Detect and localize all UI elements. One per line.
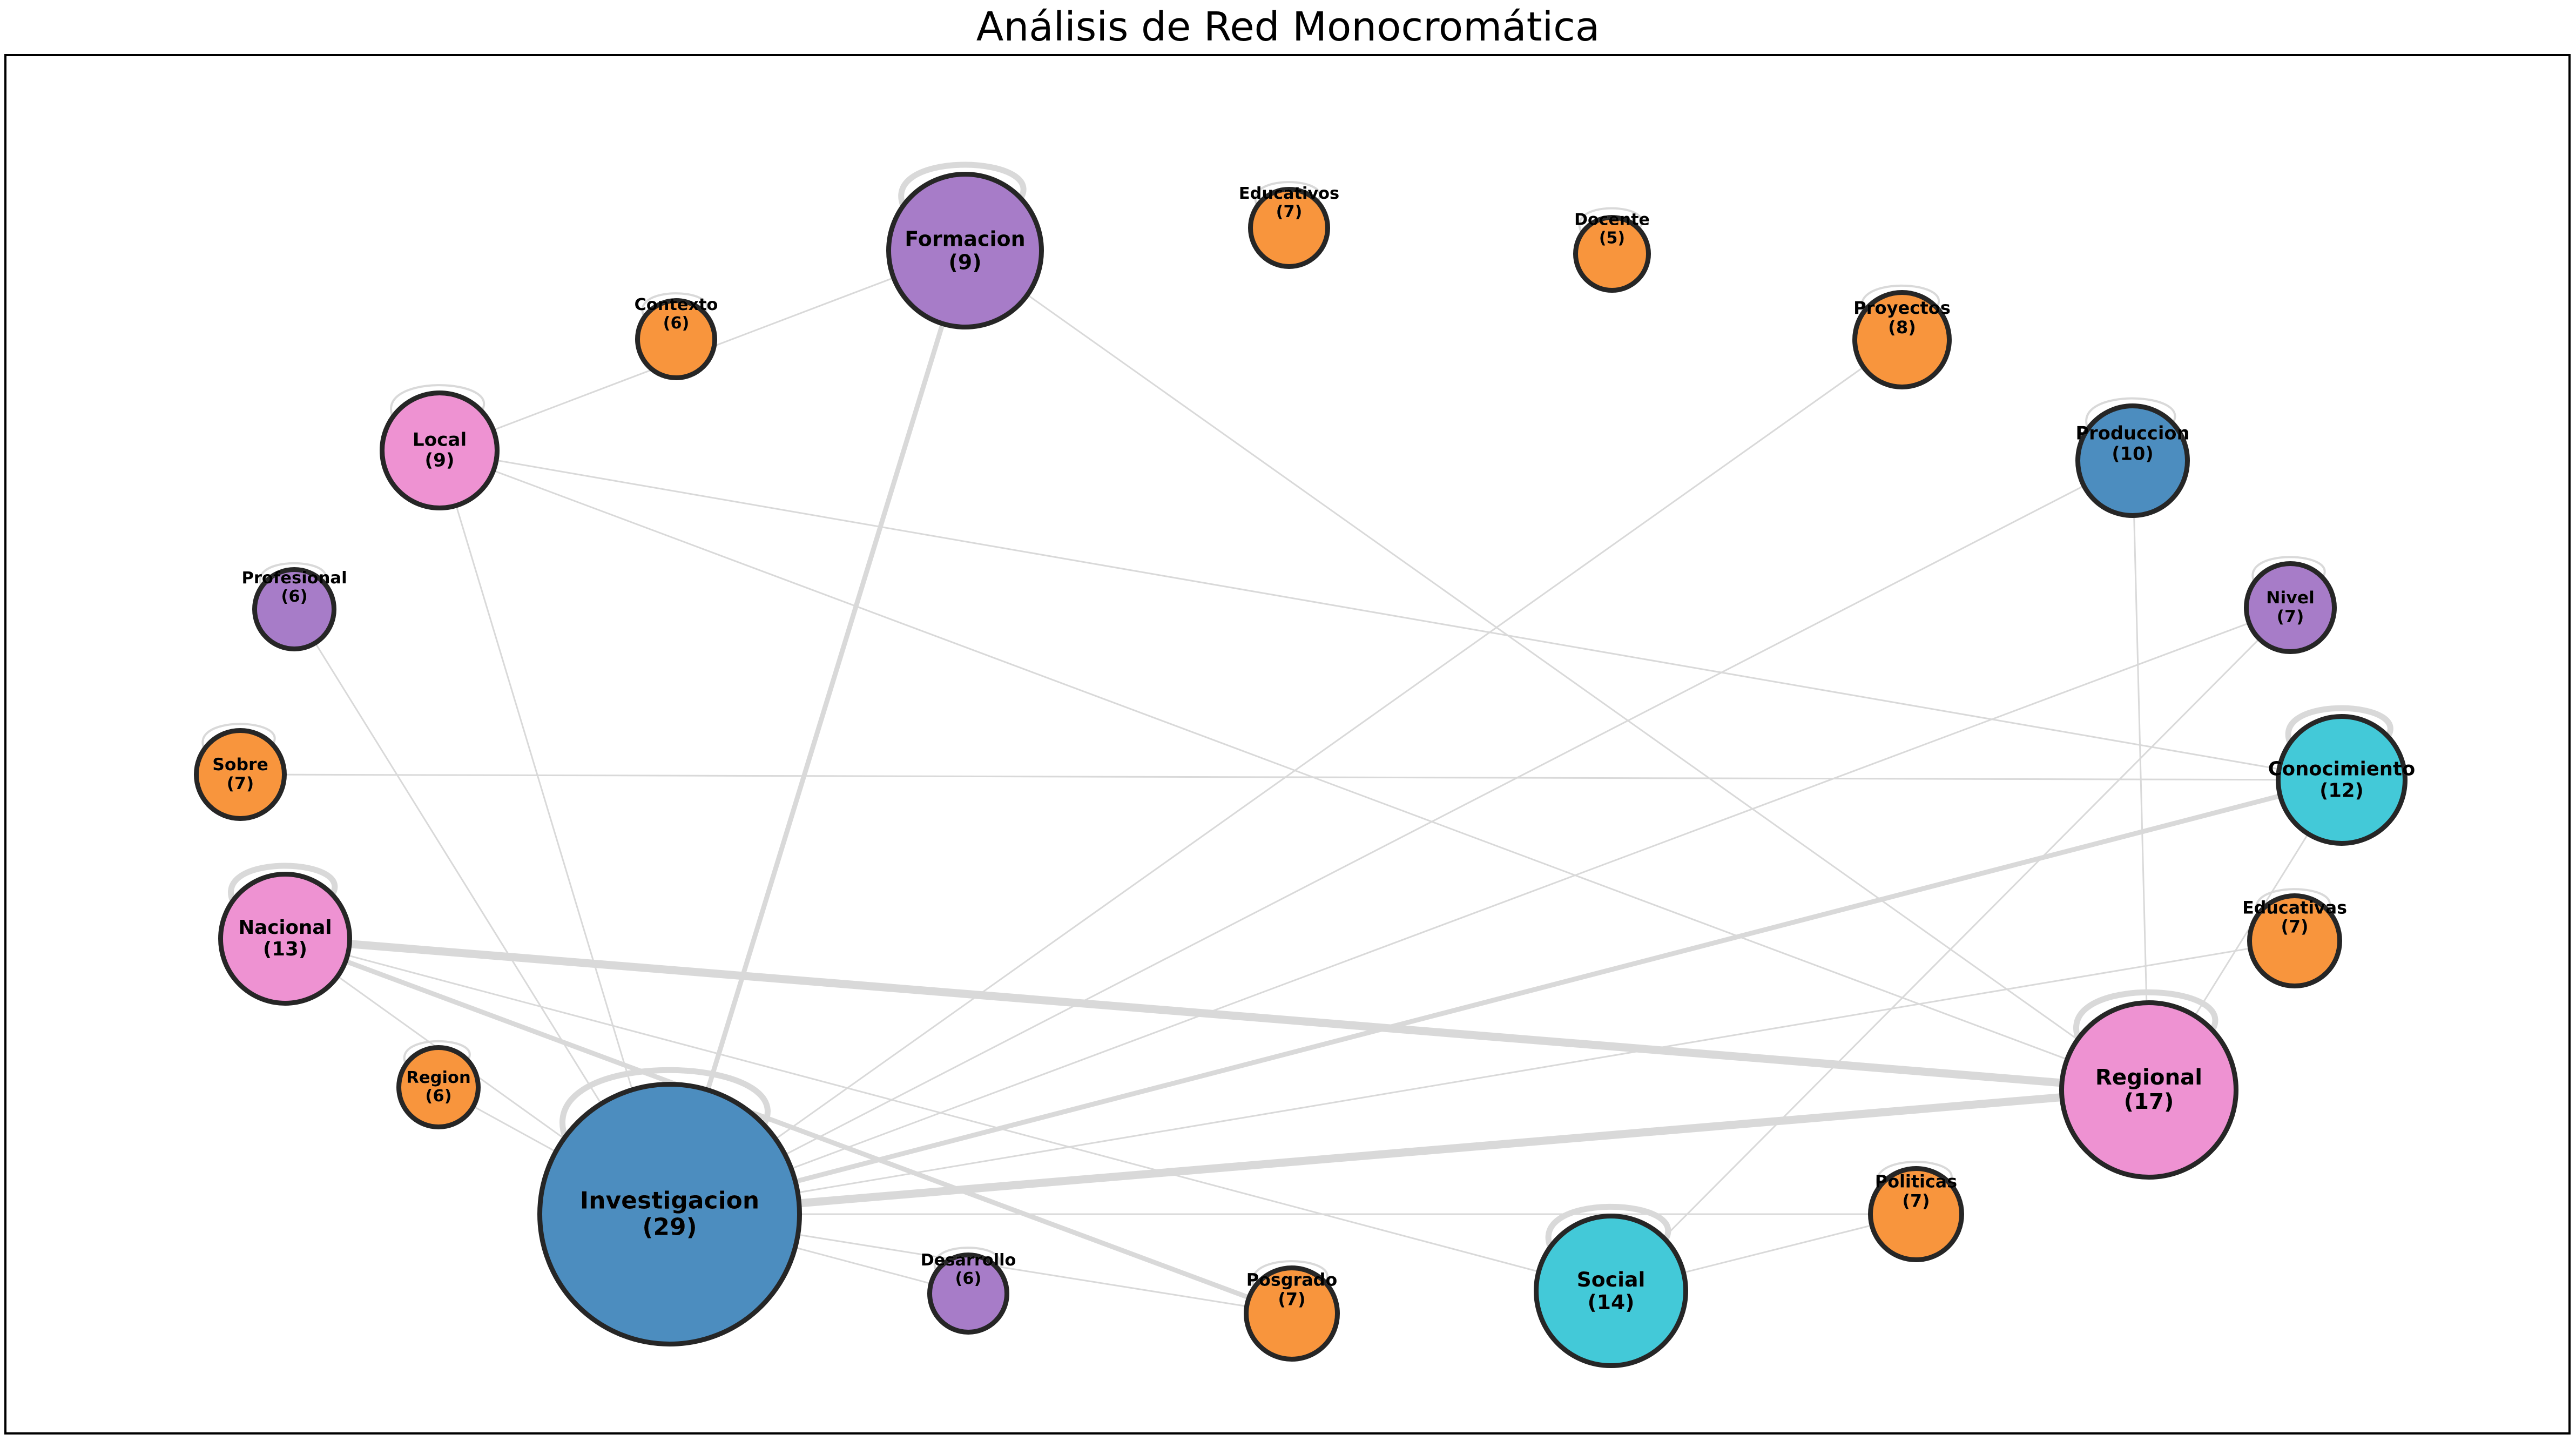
graph-node-contexto[interactable] [635,298,717,380]
figure-title: Análisis de Red Monocromática [976,4,1600,50]
graph-node-profesional[interactable] [252,567,336,651]
graph-node-regional[interactable] [2059,1000,2238,1180]
graph-node-investigacion[interactable] [537,1082,802,1346]
graph-node-politicas[interactable] [1868,1166,1964,1262]
graph-node-educativas[interactable] [2247,893,2342,988]
graph-node-conocimiento[interactable] [2276,714,2408,846]
graph-node-sobre[interactable] [194,728,287,821]
graph-node-formacion[interactable] [886,172,1044,329]
graph-node-social[interactable] [1534,1214,1688,1368]
graph-node-desarrollo[interactable] [927,1253,1009,1335]
graph-node-produccion[interactable] [2075,403,2190,518]
graph-node-posgrado[interactable] [1244,1265,1340,1362]
graph-node-nivel[interactable] [2244,561,2337,654]
graph-node-proyectos[interactable] [1852,290,1952,389]
graph-node-local[interactable] [380,390,500,510]
graph-node-region[interactable] [396,1045,481,1129]
graph-node-docente[interactable] [1573,215,1651,293]
graph-node-nacional[interactable] [218,872,352,1006]
graph-node-educativos[interactable] [1248,187,1330,269]
